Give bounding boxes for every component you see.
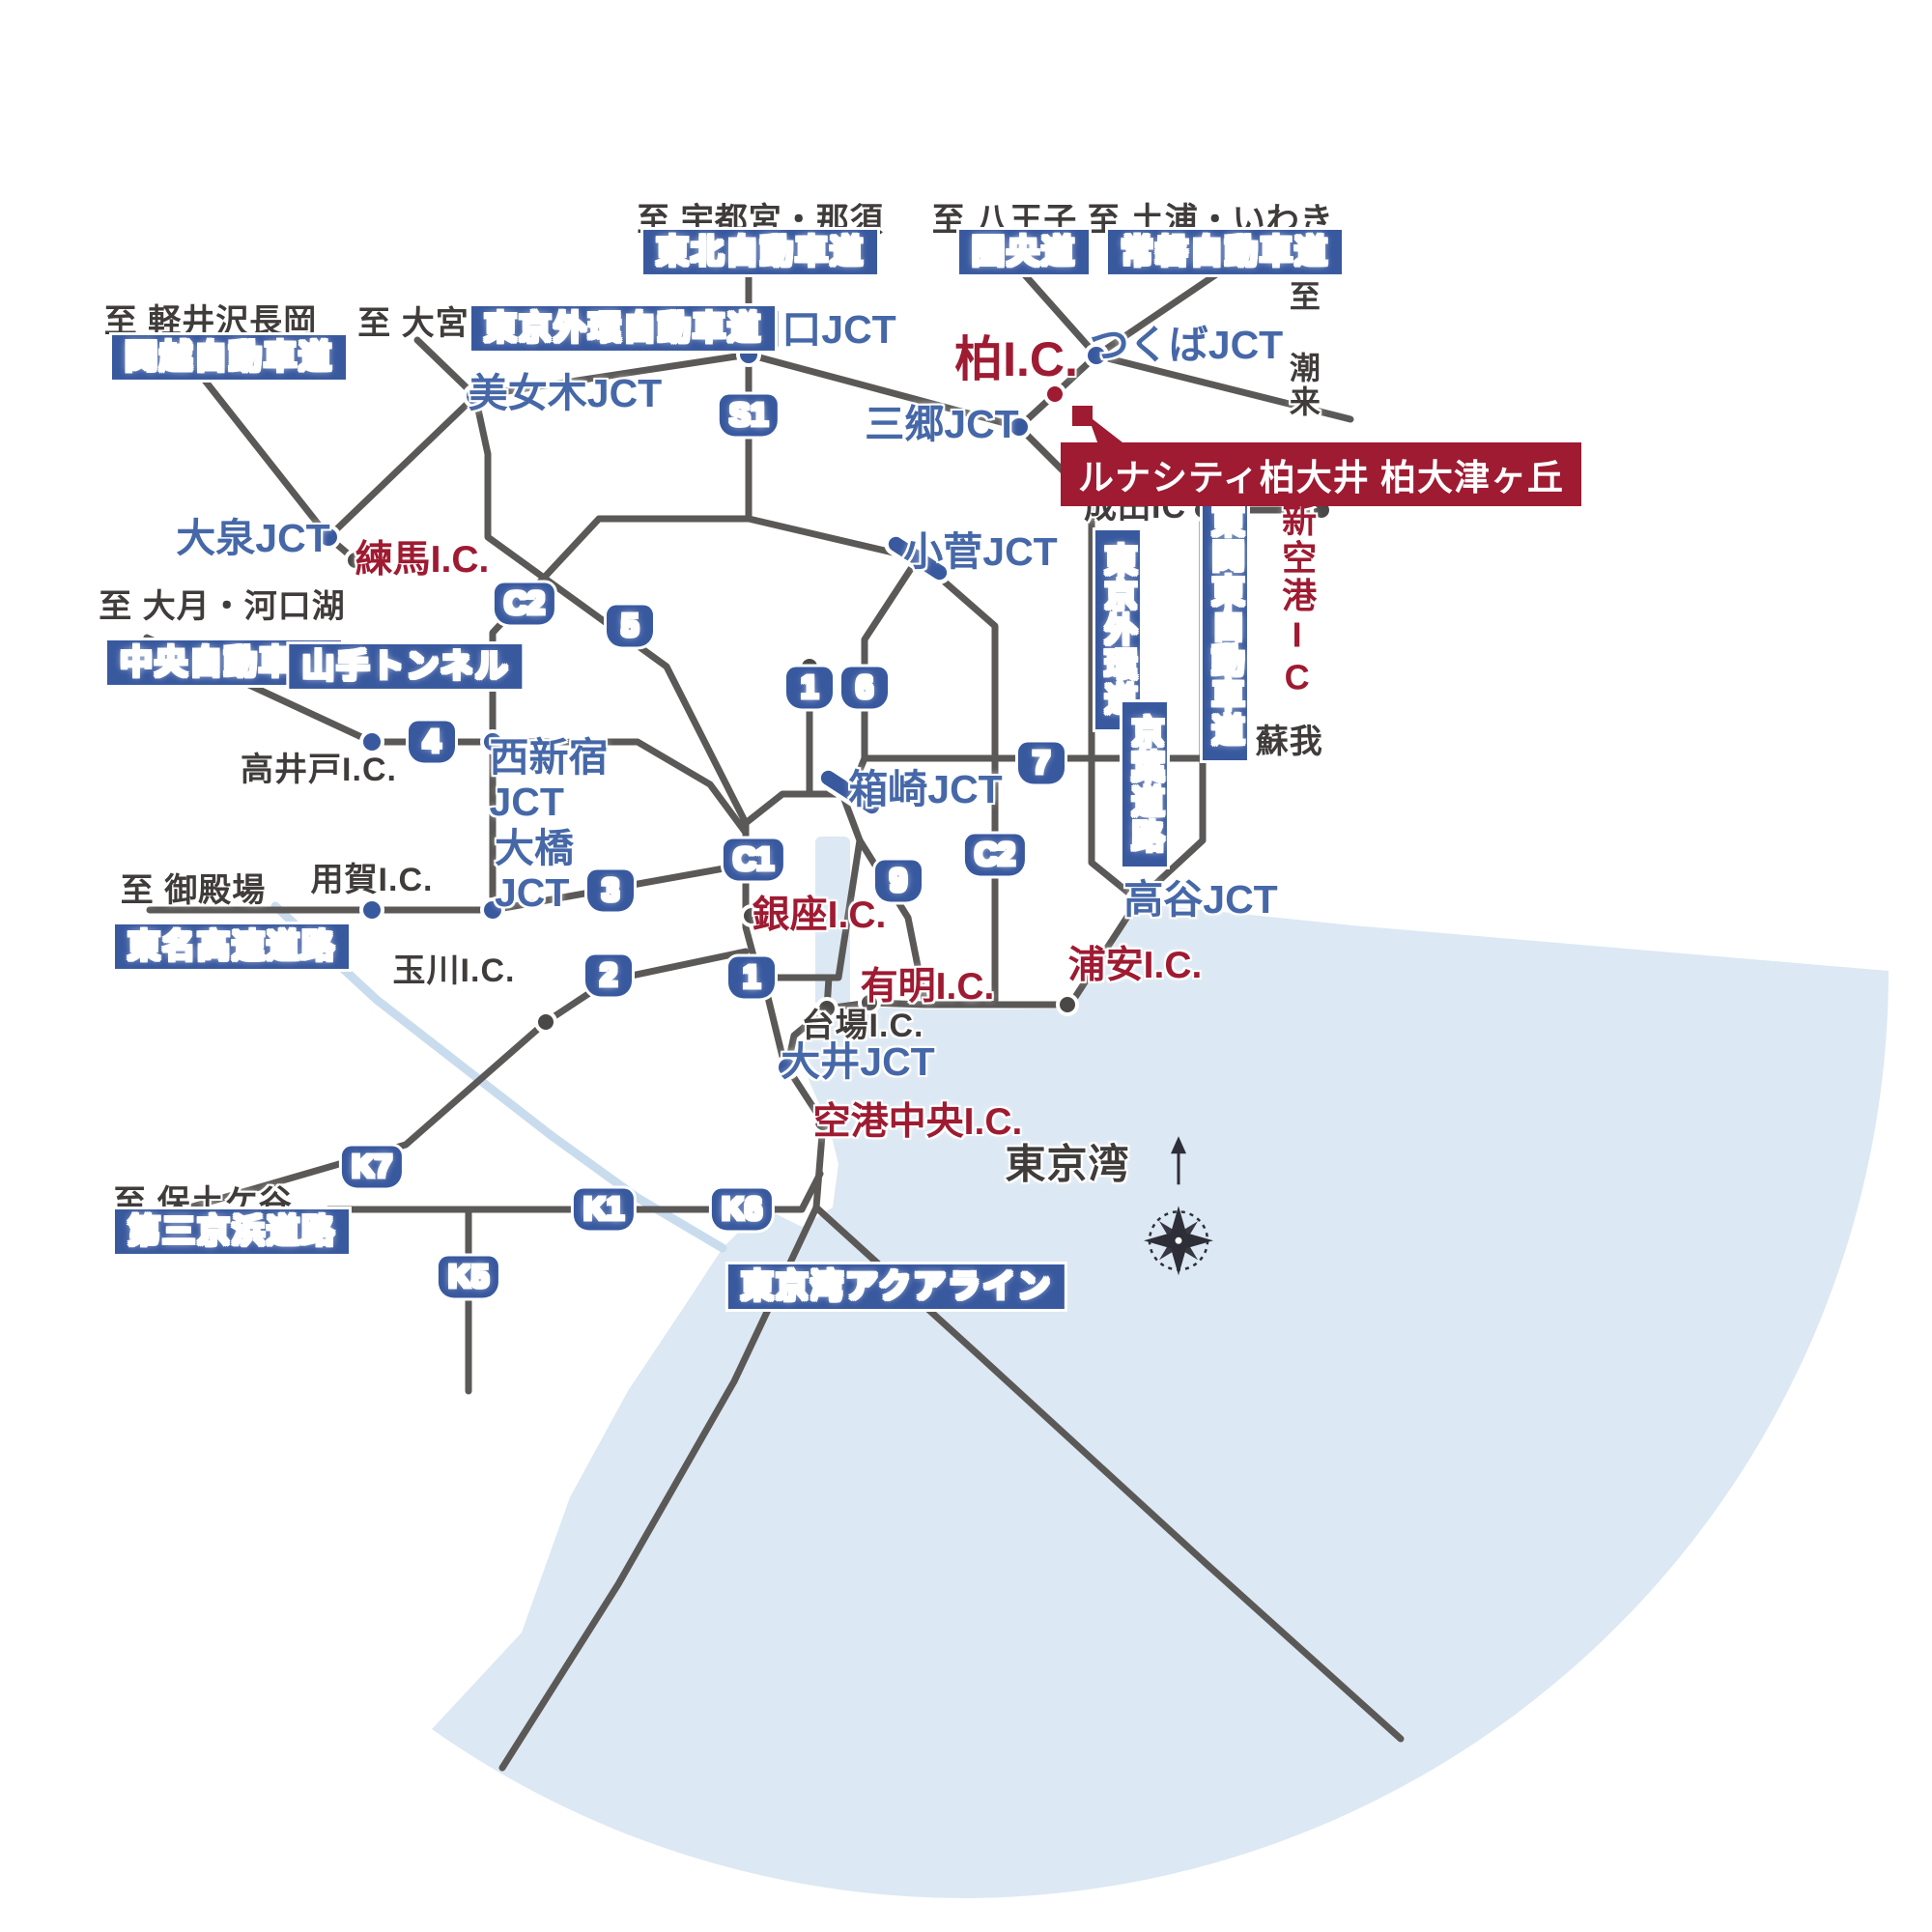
shield-3: 3 xyxy=(587,869,634,912)
shield-5: 5 xyxy=(607,605,653,647)
c2-east-road xyxy=(745,515,999,1009)
shield-k1: K1 xyxy=(573,1188,635,1231)
label-ariake-ic: 有明I.C. xyxy=(860,966,995,1009)
kashiwa-ic-dot xyxy=(1043,383,1066,406)
badge-higashi-kanto-expwy: 東関東自動車道 xyxy=(1202,492,1248,760)
label-kuko-chuo-ic: 空港中央I.C. xyxy=(812,1101,1023,1144)
site-location-marker xyxy=(1072,406,1093,426)
tokyo-bay-water xyxy=(432,903,1889,1898)
shield-6: 6 xyxy=(841,667,888,709)
badge-tokyo-wan-aqualine: 東京湾アクアライン xyxy=(727,1264,1065,1310)
shield-2: 2 xyxy=(585,954,632,997)
misato-jct-dot xyxy=(1007,414,1032,440)
omiya-branch-road xyxy=(413,336,479,400)
shield-c2-east: C2 xyxy=(964,834,1026,876)
label-oi-jct: 大井JCT xyxy=(781,1039,935,1085)
label-tamagawa-ic: 玉川I.C. xyxy=(392,952,516,989)
property-banner: ルナシティ柏大井 柏大津ヶ丘 xyxy=(1061,442,1582,506)
shield-4: 4 xyxy=(409,721,455,763)
kosuge-jct-marker xyxy=(888,536,948,581)
c1-loop-road xyxy=(742,790,864,981)
label-misato-jct: 三郷JCT xyxy=(865,402,1019,447)
label-bijogi-jct: 美女木JCT xyxy=(468,371,663,416)
label-to-omiya: 至 大宮 xyxy=(357,304,469,342)
label-shin-kuko-ic: 新空港IC xyxy=(1277,501,1318,700)
badge-tomei-expwy: 東名高速道路 xyxy=(115,923,349,970)
label-nishishinjuku-jct: 西新宿 JCT xyxy=(489,735,609,824)
label-hakozaki-jct: 箱崎JCT xyxy=(848,767,1003,812)
daiba-ic-dot xyxy=(815,997,838,1020)
shield-s1: S1 xyxy=(719,394,779,437)
takaido-ic-dot xyxy=(359,729,384,754)
shield-9: 9 xyxy=(875,860,922,902)
shield-c2-west: C2 xyxy=(494,582,555,625)
gaikan-north-road xyxy=(325,351,1023,541)
label-oizumi-jct: 大泉JCT xyxy=(176,516,330,561)
kuko-chuo-ic-dot xyxy=(811,1111,835,1134)
k1-road xyxy=(325,1170,824,1213)
label-daiba-ic: 台場I.C. xyxy=(801,1007,924,1044)
chuo-route4-road xyxy=(143,634,750,837)
bijogi-jct-dot xyxy=(463,384,488,409)
badge-tohoku-expwy: 東北自動車道 xyxy=(643,229,877,275)
label-tokyo-bay: 東京湾 xyxy=(1005,1141,1130,1187)
oizumi-jct-dot xyxy=(316,525,341,550)
shield-k5: K5 xyxy=(438,1256,499,1298)
label-nerima-ic: 練馬I.C. xyxy=(355,539,490,582)
label-kosuge-jct: 小菅JCT xyxy=(903,529,1058,575)
label-to-gotemba: 至 御殿場 xyxy=(120,871,267,909)
nerima-ic-dot xyxy=(344,549,367,572)
badge-kenodo: 圏央道 xyxy=(959,229,1089,275)
label-koya-jct: 高谷JCT xyxy=(1123,877,1278,923)
tamagawa-ic-dot xyxy=(534,1010,557,1034)
shield-k7: K7 xyxy=(341,1146,403,1188)
compass-rose-icon xyxy=(1132,1132,1225,1292)
badge-tokyo-gaikan-do: 東京外環道 xyxy=(1094,530,1141,729)
shield-1-ueno: 1 xyxy=(786,667,833,709)
badge-daisan-keihin: 第三京浜道路 xyxy=(115,1208,349,1255)
badge-joban-expwy: 常磐自動車道 xyxy=(1108,229,1342,275)
badge-tokyo-gaikan-expwy: 東京外環自動車道 xyxy=(471,305,775,352)
badge-yamate-tunnel: 山手トンネル xyxy=(289,643,523,690)
urayasu-ic-dot xyxy=(1056,993,1079,1016)
daisan-keihin-road xyxy=(146,1018,550,1223)
label-to-karuizawa-nagaoka: 至 軽井沢長岡 xyxy=(103,302,318,340)
gaikan-east-road xyxy=(1015,423,1142,904)
hakozaki-jct-marker xyxy=(820,770,880,814)
label-to-otsuki-kawaguchiko: 至 大月・河口湖 xyxy=(99,587,346,625)
label-kashiwa-ic: 柏I.C. xyxy=(954,332,1078,386)
label-to-itako: 至 潮来 xyxy=(1285,280,1321,419)
yoga-ic-dot xyxy=(359,897,384,923)
shield-1-haneda: 1 xyxy=(728,956,775,999)
koya-jct-dot xyxy=(1125,888,1151,913)
badge-kanetsu-expwy: 関越自動車道 xyxy=(112,334,346,381)
ariake-ic-dot xyxy=(858,991,881,1014)
label-yoga-ic: 用賀I.C. xyxy=(310,861,434,898)
shield-c1: C1 xyxy=(723,838,784,881)
label-urayasu-ic: 浦安I.C. xyxy=(1067,945,1203,987)
shield-k6: K6 xyxy=(711,1188,773,1231)
shield-7: 7 xyxy=(1018,742,1065,784)
route5-road xyxy=(471,392,750,827)
label-tsukuba-jct: つくばJCT xyxy=(1089,323,1284,368)
label-ohashi-jct: 大橋 JCT xyxy=(495,826,574,915)
ginza-ic-dot xyxy=(740,904,763,927)
oi-jct-dot xyxy=(775,1055,800,1080)
badge-keiyo-road: 京葉道路 xyxy=(1122,702,1168,867)
ohashi-jct-dot xyxy=(480,897,505,923)
tsukuba-jct-dot xyxy=(1084,343,1109,368)
joban-road xyxy=(1015,265,1229,431)
label-takaido-ic: 高井戸I.C. xyxy=(241,751,397,788)
label-ginza-ic: 銀座I.C. xyxy=(752,895,887,937)
nishishinjuku-jct-dot xyxy=(480,729,505,754)
